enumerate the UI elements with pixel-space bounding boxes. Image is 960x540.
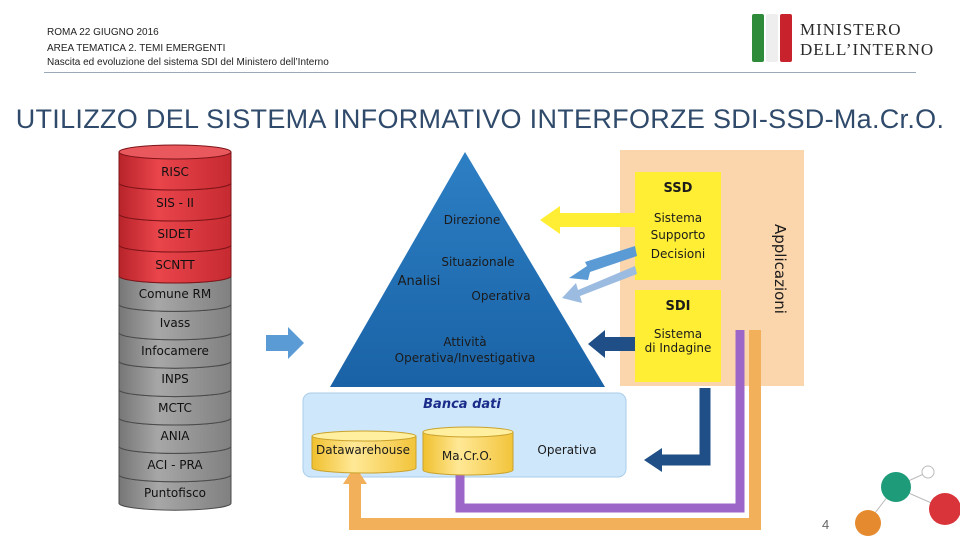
- stack-cylinder-sis-ii: [118, 183, 232, 222]
- justice-scale-icon: [881, 472, 911, 502]
- stack-label: SCNTT: [155, 257, 195, 272]
- stack-label: SIS - II: [156, 195, 194, 210]
- page-number: 4: [822, 517, 830, 532]
- logo-line1: MINISTERO: [800, 20, 902, 39]
- stack-cylinder-aci-pra: [118, 446, 232, 483]
- header-divider: [44, 72, 916, 73]
- sdi-box: [635, 290, 721, 382]
- arrow-ssd-situazionale: [569, 246, 637, 280]
- arrow-ssd-operativa: [562, 266, 637, 303]
- stack-label: INPS: [161, 372, 189, 387]
- stack-cylinder-puntofisco: [118, 474, 232, 511]
- people-group-icon: [929, 493, 960, 525]
- navy-arrow: [660, 388, 711, 466]
- arrow-ssd-direzione: [540, 206, 635, 234]
- stack-label: MCTC: [158, 400, 192, 415]
- flag-green-stripe: [752, 14, 764, 62]
- arrow-sdi-attivita: [588, 330, 635, 358]
- stack-cylinder-top: [118, 144, 232, 160]
- stack-cylinder-inps: [118, 361, 232, 398]
- stack-cylinder-comune-rm: [118, 276, 232, 312]
- pyramid-situazionale: Situazionale: [441, 255, 515, 269]
- stack-cylinder-infocamere: [118, 332, 232, 369]
- stack-label: RISC: [161, 164, 189, 179]
- stack-cylinder-scntt: [118, 245, 232, 284]
- pyramid-analisi: Analisi: [397, 274, 441, 289]
- ssd-box: [635, 172, 721, 280]
- stack-cylinder-ivass: [118, 304, 232, 341]
- datawarehouse-cylinder: [311, 436, 417, 474]
- stack-cylinder-sidet: [118, 214, 232, 253]
- ssd-desc-2: Supporto: [650, 228, 706, 242]
- header-date: ROMA 22 GIUGNO 2016: [47, 27, 159, 38]
- ssd-title: SSD: [663, 181, 693, 196]
- pyramid-operativa: Operativa: [471, 289, 531, 303]
- stack-cylinder-risc: [118, 152, 232, 191]
- db-datawarehouse: Datawarehouse: [315, 443, 411, 457]
- pyramid-direzione: Direzione: [443, 213, 501, 227]
- flag-red-stripe: [780, 14, 792, 62]
- purple-loop-arrow: [455, 330, 745, 513]
- sdi-title: SDI: [665, 299, 691, 314]
- applicazioni-label: Applicazioni: [771, 224, 789, 314]
- orange-loop-arrow: [349, 330, 761, 530]
- sdi-desc-1: Sistema: [653, 327, 703, 341]
- stack-label: ACI - PRA: [147, 457, 203, 472]
- books-icon: [855, 510, 881, 536]
- header-area: AREA TEMATICA 2. TEMI EMERGENTI: [47, 43, 226, 54]
- stack-cylinder-mctc: [118, 389, 232, 426]
- page-title: UTILIZZO DEL SISTEMA INFORMATIVO INTERFO…: [15, 104, 945, 134]
- stack-label: ANIA: [160, 429, 190, 444]
- macro-cylinder: [422, 432, 514, 476]
- db-operativa: Operativa: [537, 443, 597, 457]
- ssd-desc-1: Sistema: [653, 211, 703, 225]
- pyramid-attivita: Attività: [443, 335, 487, 349]
- stack-cylinder-ania: [118, 418, 232, 454]
- pyramid-operativa-investigativa: Operativa/Investigativa: [394, 351, 536, 365]
- stack-label: SIDET: [157, 226, 193, 241]
- sdi-desc-2: di Indagine: [644, 341, 712, 355]
- source-stack: [118, 144, 232, 511]
- stack-label: Infocamere: [141, 344, 209, 358]
- logo-line2: DELL’INTERNO: [800, 40, 935, 59]
- header-subtitle: Nascita ed evoluzione del sistema SDI de…: [47, 57, 329, 68]
- db-macro: Ma.Cr.O.: [441, 449, 493, 463]
- stack-label: Comune RM: [138, 287, 212, 302]
- stack-label: Ivass: [159, 315, 191, 330]
- banca-dati-title: Banca dati: [423, 397, 501, 412]
- flag-white-stripe: [766, 14, 778, 62]
- stack-label: Puntofisco: [143, 486, 207, 500]
- ssd-desc-3: Decisioni: [650, 247, 706, 261]
- pyramid: [330, 152, 605, 387]
- arrow-sources-to-pyramid: [266, 327, 304, 359]
